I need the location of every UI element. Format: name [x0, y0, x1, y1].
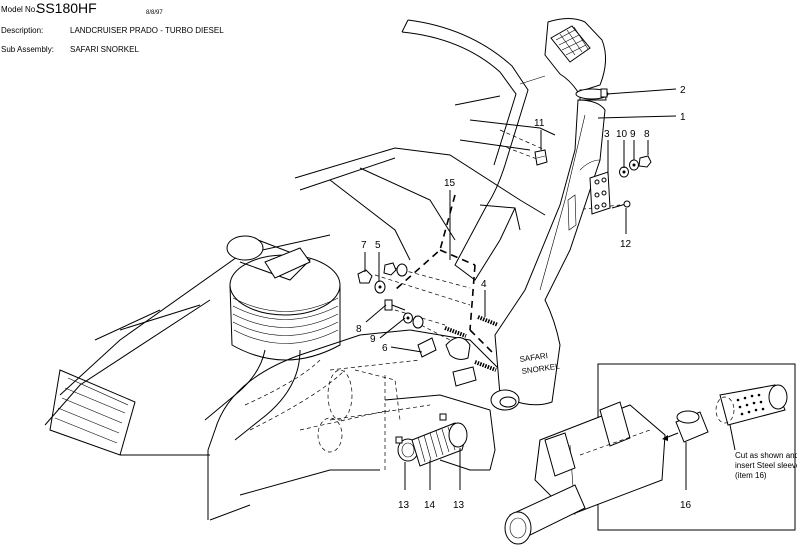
callout-1: 1	[680, 112, 686, 123]
windscreen-pillar	[401, 19, 546, 206]
callout-8-mid: 8	[356, 324, 362, 335]
description-label: Description:	[1, 26, 44, 35]
callout-8-top: 8	[644, 129, 650, 140]
subassembly-label: Sub Assembly:	[1, 45, 54, 54]
bracket-6	[417, 337, 477, 387]
stud-4b	[444, 326, 467, 338]
bonnet-outline	[294, 147, 546, 261]
stud-4a	[477, 315, 499, 327]
air-ram-head	[544, 18, 607, 101]
nut-8a	[638, 155, 652, 168]
cutout-template	[394, 194, 496, 356]
callout-2: 2	[680, 85, 686, 96]
callout-7: 7	[361, 240, 367, 251]
washer-10	[619, 166, 629, 178]
mounting-bracket	[567, 171, 611, 231]
inset-note-line3: (item 16)	[735, 471, 767, 480]
washer-9c	[412, 315, 424, 329]
intake-duct	[204, 349, 431, 470]
callout-13-right: 13	[453, 500, 465, 511]
callout-9-mid: 9	[370, 334, 376, 345]
bolt-8b	[384, 299, 406, 311]
callout-10: 10	[616, 129, 628, 140]
snorkel-body: SAFARI SNORKEL	[490, 99, 606, 411]
callout-13-left: 13	[398, 500, 410, 511]
callout-12: 12	[620, 239, 632, 250]
leader-lines	[364, 88, 687, 490]
callout-9-top: 9	[630, 129, 636, 140]
model-number: SS180HF	[36, 0, 97, 16]
washer-9b	[403, 312, 413, 324]
hose-clamp-13b	[439, 413, 468, 448]
callout-16: 16	[680, 500, 692, 511]
inset-note-line1: Cut as shown and	[735, 451, 797, 460]
callout-5: 5	[375, 240, 381, 251]
callout-4: 4	[481, 279, 487, 290]
hose-clamp-top	[575, 88, 609, 100]
callout-3: 3	[604, 129, 610, 140]
inset-detail: Cut as shown and insert Steel sleeve (it…	[504, 363, 797, 545]
screw-12	[611, 200, 631, 209]
model-label: Model No.:	[1, 5, 40, 14]
snorkel-logo-line1: SAFARI	[519, 351, 548, 364]
drawing-date: 8/8/97	[146, 10, 163, 16]
callout-11: 11	[534, 118, 545, 129]
callout-numbers: 2 1 3 10 9 8 11 12 15 7 5 4 8 9 6 13 14 …	[356, 85, 692, 511]
inset-note-line2: insert Steel sleeve	[735, 461, 797, 470]
callout-6: 6	[382, 343, 388, 354]
washer-5	[374, 280, 386, 294]
headlight	[49, 369, 210, 456]
subassembly-value: SAFARI SNORKEL	[70, 45, 139, 54]
callout-14: 14	[424, 500, 436, 511]
stud-4c	[474, 360, 497, 372]
pillar-panel	[454, 119, 556, 281]
air-cleaner	[226, 235, 341, 361]
clip-11	[534, 149, 548, 166]
description-value: LANDCRUISER PRADO - TURBO DIESEL	[70, 26, 224, 35]
nut-5b	[383, 262, 397, 276]
washer-9a	[629, 159, 639, 171]
callout-15: 15	[444, 178, 456, 189]
washer-5b	[396, 263, 408, 277]
